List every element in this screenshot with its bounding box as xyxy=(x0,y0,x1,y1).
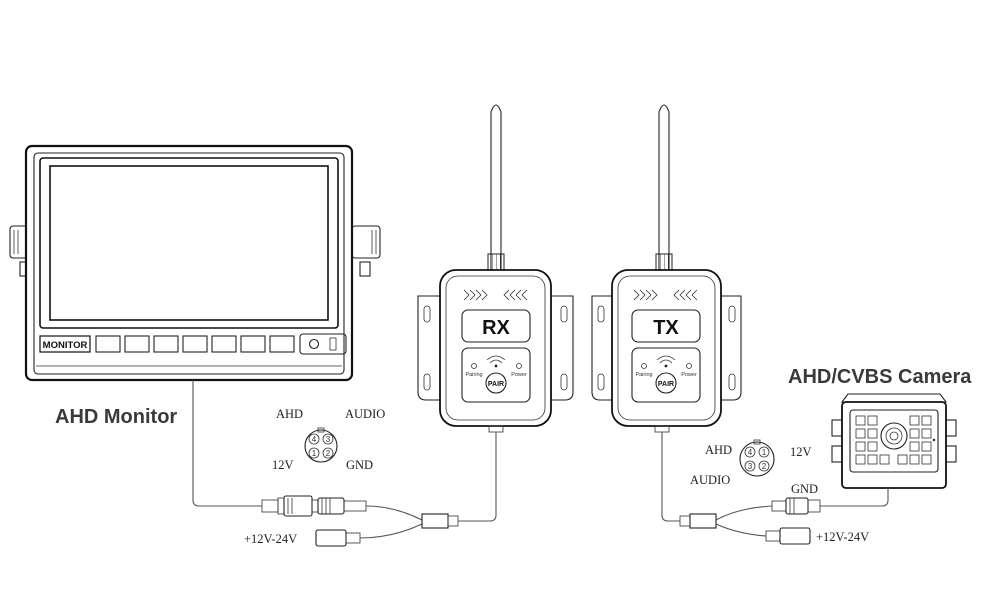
monitor-caption: AHD Monitor xyxy=(55,406,177,428)
monitor-button[interactable] xyxy=(269,335,295,353)
monitor-button[interactable] xyxy=(124,335,150,353)
camera-caption: AHD/CVBS Camera xyxy=(788,366,972,388)
ahd-monitor: MONITOR xyxy=(9,144,381,382)
monitor-button[interactable] xyxy=(182,335,208,353)
camera-ir-leds xyxy=(855,415,932,465)
tx-power-label: Power xyxy=(681,372,697,378)
camera-power-input-label: +12V-24V xyxy=(816,530,869,544)
monitor-badge: MONITOR xyxy=(43,340,88,351)
tx-wifi-icon xyxy=(656,355,676,368)
rx-label: RX xyxy=(482,317,510,339)
rx-antenna xyxy=(487,104,505,273)
tx-pairing-label: Pairing xyxy=(635,372,652,378)
camera-lens xyxy=(880,422,908,450)
tx-pair-label: PAIR xyxy=(658,381,674,388)
rx-vent-arrows xyxy=(463,289,528,301)
tx-antenna xyxy=(655,104,673,273)
pin-label-audio: AUDIO xyxy=(690,473,730,487)
tx-pairing-led xyxy=(641,363,647,369)
tx-pair-button[interactable] xyxy=(655,372,677,394)
rx-pair-label: PAIR xyxy=(488,381,504,388)
pin-number: 2 xyxy=(326,449,331,458)
tx-unit: TX Pairing Power PAIR xyxy=(591,104,742,433)
camera-connector-pinout: 4 1 3 2 AHD 12V AUDIO GND xyxy=(690,439,818,496)
pin-label-gnd: GND xyxy=(346,458,373,472)
monitor-connector-pinout: 4 3 1 2 AHD AUDIO 12V GND xyxy=(272,407,385,472)
monitor-ir-sensor xyxy=(329,337,337,351)
pin-label-12v: 12V xyxy=(272,458,294,472)
rx-pair-button[interactable] xyxy=(485,372,507,394)
rx-power-led xyxy=(516,363,522,369)
camera-cable: +12V-24V xyxy=(661,432,869,545)
ahd-cvbs-camera xyxy=(820,393,957,507)
rx-power-label: Power xyxy=(511,372,527,378)
pin-number: 4 xyxy=(748,448,753,457)
rx-wifi-icon xyxy=(486,355,506,368)
pin-number: 1 xyxy=(762,448,767,457)
pin-number: 4 xyxy=(312,435,317,444)
pin-label-ahd: AHD xyxy=(705,443,732,457)
monitor-button-row xyxy=(95,335,295,353)
rx-pairing-label: Pairing xyxy=(465,372,482,378)
monitor-right-bracket xyxy=(351,225,381,277)
monitor-power-input-label: +12V-24V xyxy=(244,532,297,546)
pin-label-12v: 12V xyxy=(790,445,812,459)
monitor-screen xyxy=(49,165,329,321)
monitor-button[interactable] xyxy=(211,335,237,353)
tx-vent-arrows xyxy=(633,289,698,301)
pin-number: 1 xyxy=(312,449,317,458)
rx-unit: RX Pairing Power PAIR xyxy=(417,104,574,433)
monitor-button[interactable] xyxy=(95,335,121,353)
pin-label-audio: AUDIO xyxy=(345,407,385,421)
monitor-cable: +12V-24V xyxy=(192,380,497,547)
monitor-button[interactable] xyxy=(240,335,266,353)
pin-number: 3 xyxy=(748,462,753,471)
tx-power-led xyxy=(686,363,692,369)
pin-label-gnd: GND xyxy=(791,482,818,496)
pin-number: 3 xyxy=(326,435,331,444)
tx-label: TX xyxy=(653,317,679,339)
monitor-button[interactable] xyxy=(153,335,179,353)
monitor-power-button[interactable] xyxy=(308,338,320,350)
rx-pairing-led xyxy=(471,363,477,369)
pin-number: 2 xyxy=(762,462,767,471)
pin-label-ahd: AHD xyxy=(276,407,303,421)
